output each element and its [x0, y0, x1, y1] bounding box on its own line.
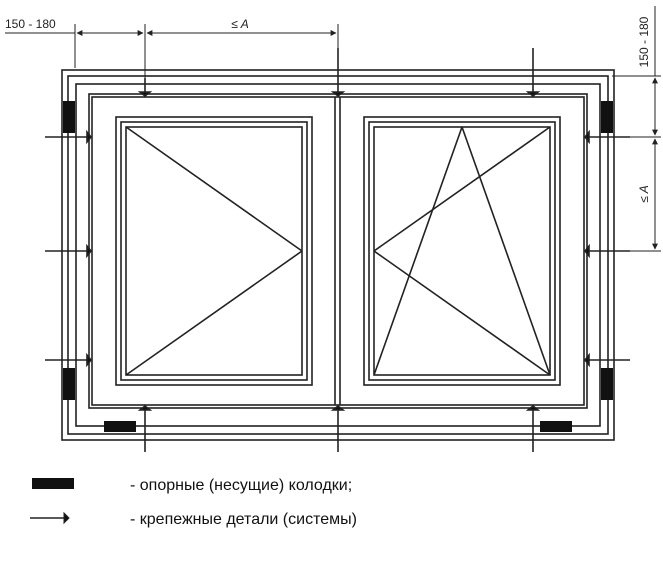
- right-dimension-lines: [612, 6, 661, 252]
- right-spacing-dimension-label: ≤ A: [637, 185, 651, 202]
- support-blocks: [63, 101, 613, 432]
- top-spacing-dimension-label: ≤ A: [231, 17, 248, 31]
- right-sash: [363, 116, 561, 386]
- fasteners: [45, 48, 630, 452]
- legend-support-blocks-text: - опорные (несущие) колодки;: [130, 477, 352, 494]
- legend-fasteners-text: - крепежные детали (системы): [130, 511, 357, 528]
- top-edge-dimension-label: 150 - 180: [5, 17, 56, 31]
- legend-fastener-swatch: [30, 511, 70, 525]
- top-dimension-lines: [5, 24, 339, 78]
- legend: - опорные (несущие) колодки; - крепежные…: [30, 477, 357, 528]
- legend-support-block-swatch: [32, 478, 74, 489]
- mullion: [334, 97, 341, 405]
- left-sash: [115, 116, 313, 386]
- window-frame: [88, 93, 588, 409]
- right-edge-dimension-label: 150 - 180: [637, 16, 651, 67]
